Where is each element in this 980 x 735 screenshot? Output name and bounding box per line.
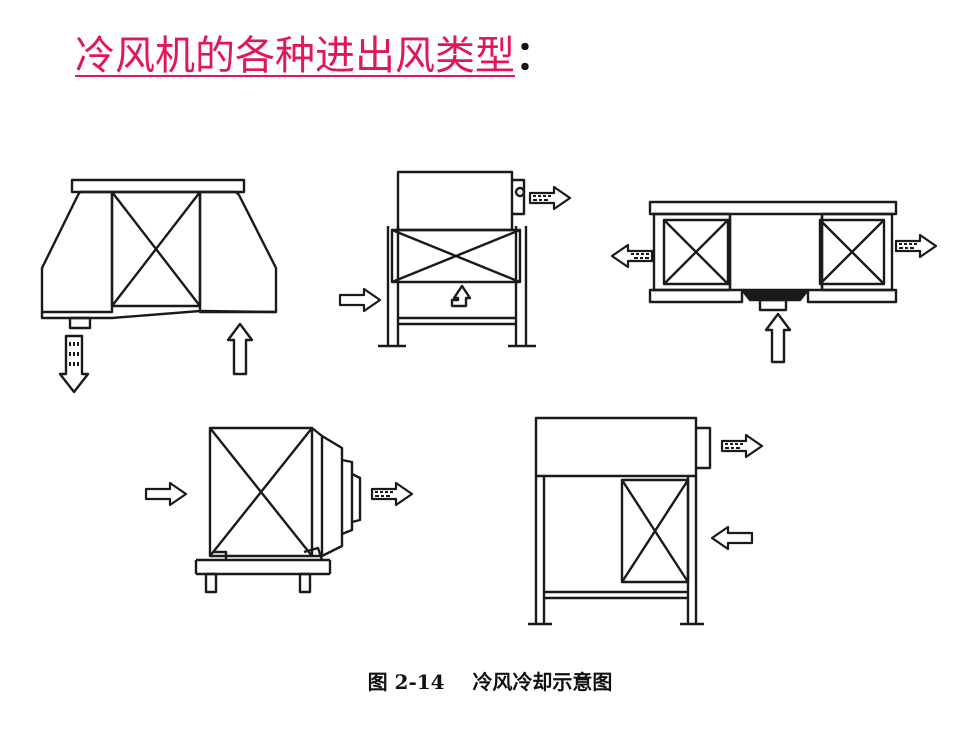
figure-label: 图 2-14 <box>367 670 445 694</box>
page-title-text: 冷风机的各种进出风类型 <box>75 33 515 79</box>
floor-unit-icon <box>144 426 414 594</box>
double-coil-unit-icon <box>610 200 938 364</box>
page-title-colon: ： <box>515 32 555 79</box>
ceiling-unit-icon <box>40 178 278 394</box>
stand-unit-icon <box>528 416 764 626</box>
frame-unit-icon <box>338 170 572 348</box>
figure-caption-text: 冷风冷却示意图 <box>472 670 613 694</box>
figure-caption: 图 2-14 冷风冷却示意图 <box>0 666 980 695</box>
page-title: 冷风机的各种进出风类型： <box>75 28 555 84</box>
